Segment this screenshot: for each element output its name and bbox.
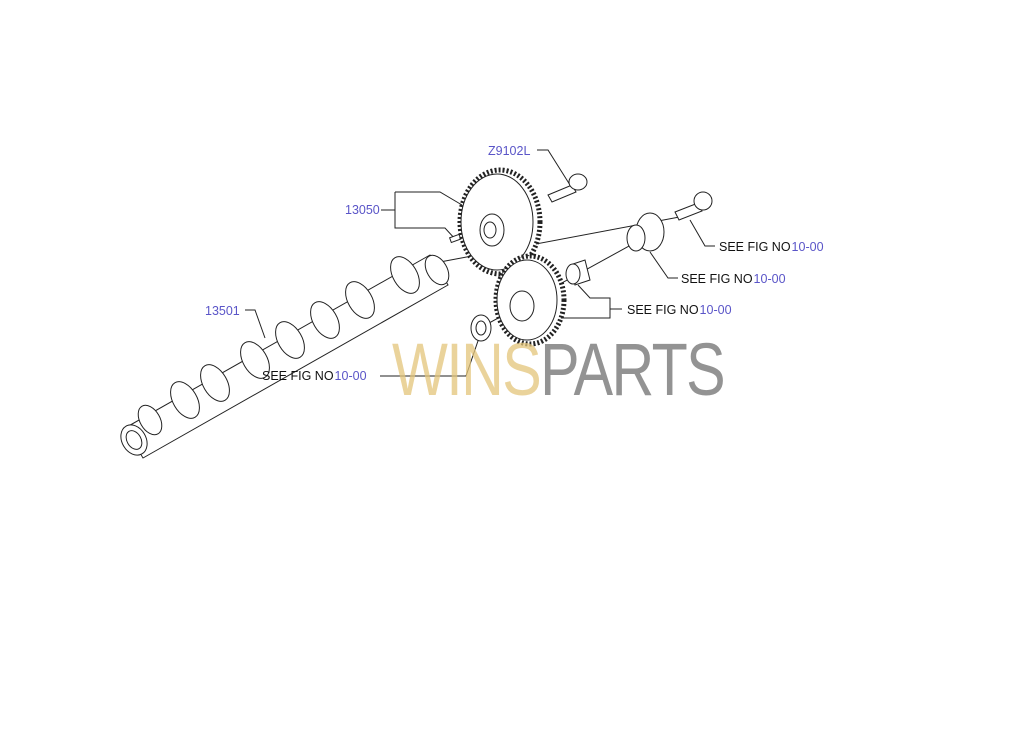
watermark-logo: WINSPARTS [392,328,726,411]
idler-bolt [674,191,713,221]
idler-gear [493,253,567,347]
fig-ref: 10-00 [699,303,732,317]
callout-z9102l[interactable]: Z9102L [488,144,531,158]
callout-13501[interactable]: 13501 [205,304,240,318]
thrust-washer [470,314,492,342]
see-fig-text: SEE FIG NO [719,240,791,254]
fig-ref: 10-00 [334,369,367,383]
camshaft [120,254,450,459]
watermark-part2: PARTS [540,328,726,411]
see-fig-link-bolt[interactable]: SEE FIG NO10-00 [719,240,824,255]
cam-lobes [137,256,420,436]
bolt-z9102l [547,173,588,203]
see-fig-link-gear[interactable]: SEE FIG NO10-00 [627,303,732,318]
fig-ref: 10-00 [791,240,824,254]
callout-13050[interactable]: 13050 [345,203,380,217]
idler-hub [626,212,665,252]
spacer-bushing [565,259,591,286]
see-fig-text: SEE FIG NO [262,369,334,383]
fig-ref: 10-00 [753,272,786,286]
see-fig-text: SEE FIG NO [627,303,699,317]
see-fig-link-hub[interactable]: SEE FIG NO10-00 [681,272,786,287]
watermark-part1: WINS [392,328,542,411]
see-fig-link-washer[interactable]: SEE FIG NO10-00 [262,369,367,384]
see-fig-text: SEE FIG NO [681,272,753,286]
dowel-pin [448,233,462,244]
